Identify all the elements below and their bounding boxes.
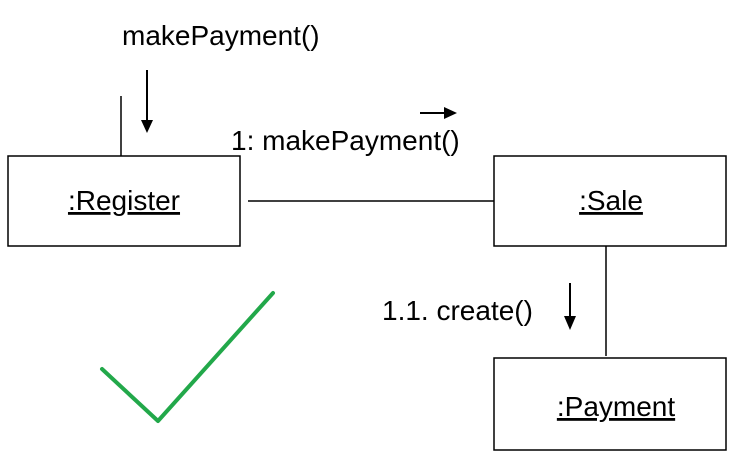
sale-object[interactable]: :Sale: [493, 155, 727, 247]
register-to-sale-arrow: [420, 107, 457, 119]
sale-object-label: :Sale: [579, 185, 643, 216]
payment-object[interactable]: :Payment: [493, 357, 727, 451]
checkmark-icon: [100, 291, 275, 423]
register-object[interactable]: :Register: [7, 155, 241, 247]
payment-object-label: :Payment: [557, 391, 675, 422]
register-object-label: :Register: [68, 185, 180, 216]
sale-to-payment-arrow: [564, 283, 576, 330]
register-to-sale-label: 1: makePayment(): [231, 125, 460, 156]
external-message-arrow: [141, 70, 153, 133]
sale-to-payment-label: 1.1. create(): [382, 295, 533, 326]
external-message-label: makePayment(): [122, 20, 320, 51]
